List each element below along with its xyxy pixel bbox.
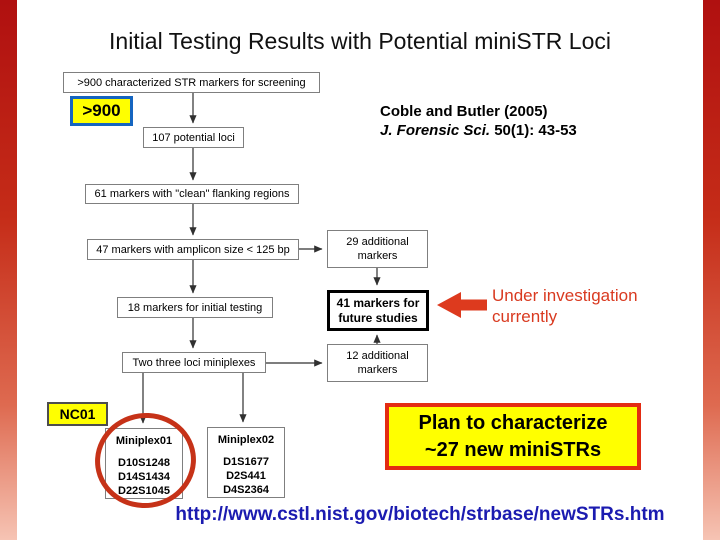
- box-clean-flanking: 61 markers with "clean" flanking regions: [85, 184, 299, 204]
- box-miniplex01: Miniplex01 D10S1248 D14S1434 D22S1045: [105, 428, 183, 499]
- miniplex02-loci: D1S1677 D2S441 D4S2364: [223, 456, 269, 496]
- citation-authors: Coble and Butler (2005): [380, 103, 548, 120]
- under-investigation-note: Under investigation currently: [492, 286, 638, 326]
- box-41-future-studies: 41 markers for future studies: [327, 290, 429, 331]
- box-amplicon-size: 47 markers with amplicon size < 125 bp: [87, 239, 299, 260]
- box-initial-testing: 18 markers for initial testing: [117, 297, 273, 318]
- miniplex01-title: Miniplex01: [115, 435, 173, 447]
- citation: Coble and Butler (2005) J. Forensic Sci.…: [380, 102, 577, 140]
- citation-volume: 50(1): 43-53: [490, 122, 577, 139]
- box-two-miniplexes: Two three loci miniplexes: [122, 352, 266, 373]
- slide-title: Initial Testing Results with Potential m…: [109, 28, 611, 54]
- strbase-url-link[interactable]: http://www.cstl.nist.gov/biotech/strbase…: [175, 504, 665, 525]
- box-29-additional: 29 additional markers: [327, 230, 428, 268]
- count-900-highlight: >900: [70, 96, 133, 126]
- box-miniplex02: Miniplex02 D1S1677 D2S441 D4S2364: [207, 427, 285, 498]
- citation-journal: J. Forensic Sci.: [380, 122, 491, 139]
- miniplex01-loci: D10S1248 D14S1434 D22S1045: [118, 457, 170, 497]
- miniplex02-title: Miniplex02: [217, 434, 275, 446]
- box-screening: >900 characterized STR markers for scree…: [63, 72, 320, 93]
- citation-reference: J. Forensic Sci. 50(1): 43-53: [380, 121, 577, 140]
- box-potential-loci: 107 potential loci: [143, 127, 244, 148]
- right-red-border: [703, 0, 720, 540]
- left-red-border: [0, 0, 17, 540]
- nc01-label: NC01: [47, 402, 108, 426]
- plan-callout: Plan to characterize ~27 new miniSTRs: [385, 403, 641, 470]
- box-12-additional: 12 additional markers: [327, 344, 428, 382]
